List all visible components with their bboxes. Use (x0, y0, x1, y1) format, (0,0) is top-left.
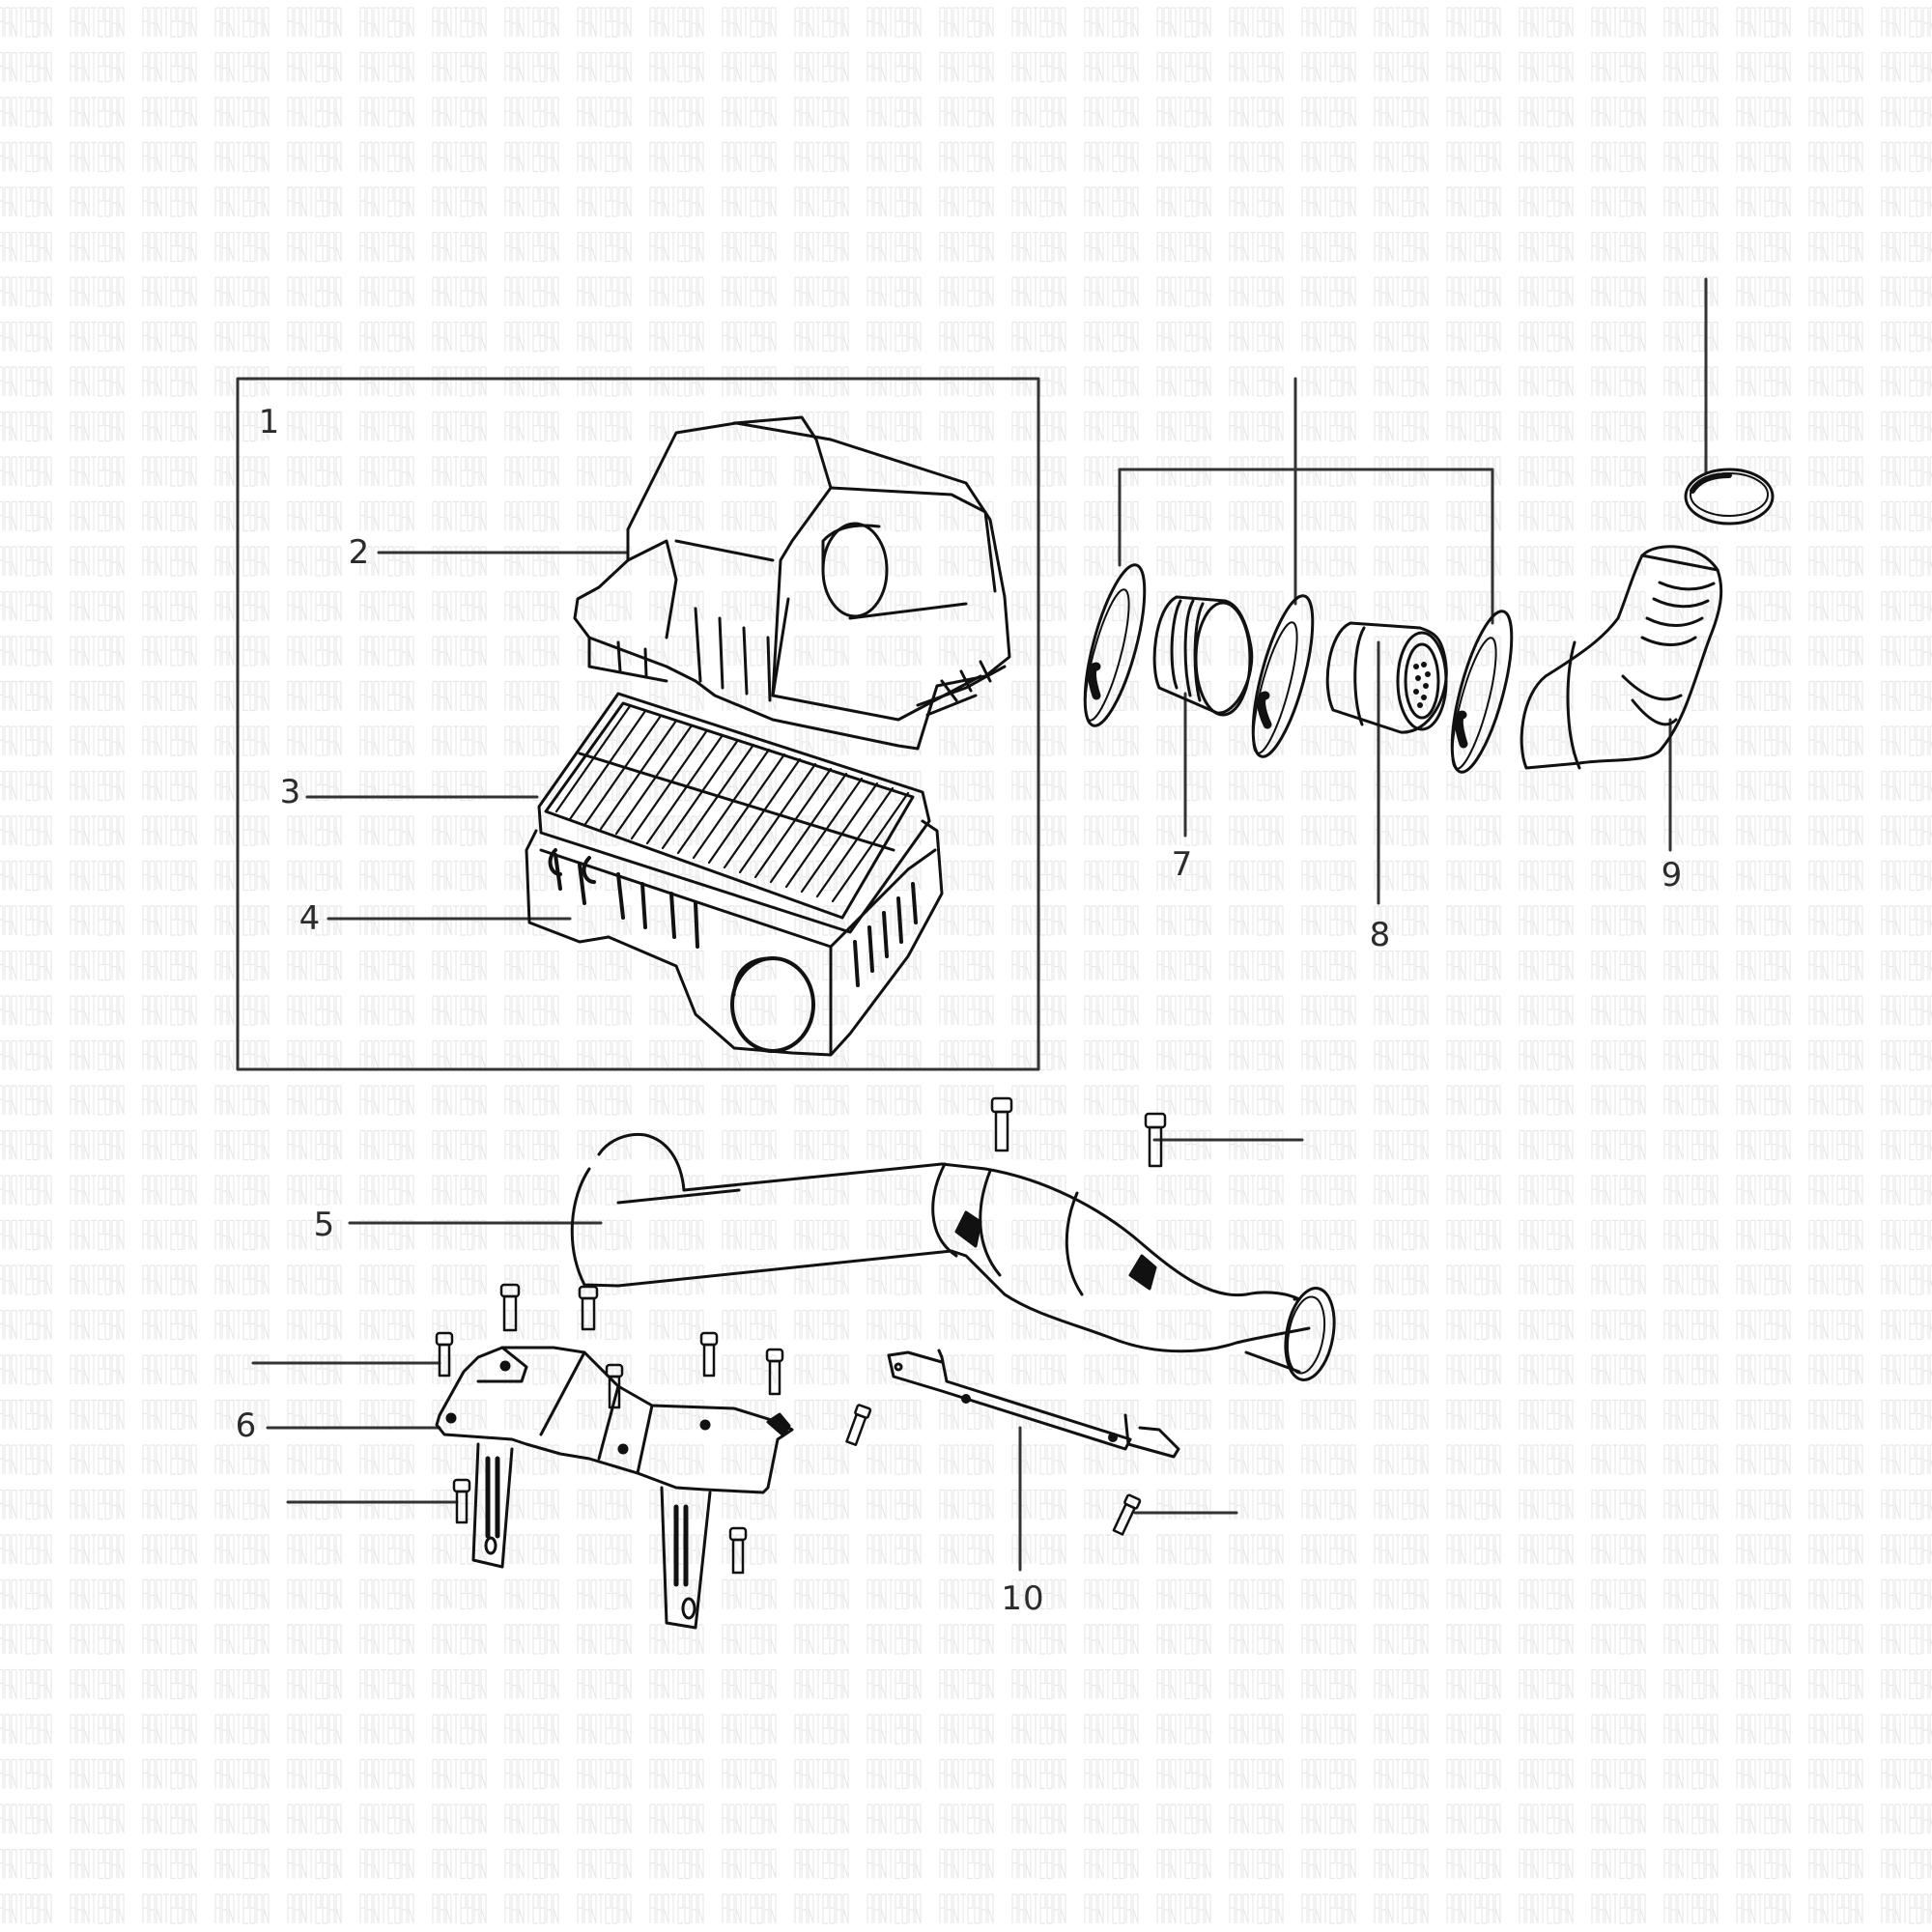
bolt-icon (765, 1348, 784, 1396)
bolts (435, 1096, 1167, 1575)
bolt-icon (1144, 1112, 1167, 1168)
callout-2[interactable]: 2 (348, 533, 371, 572)
callout-3[interactable]: 3 (279, 773, 302, 811)
callout-4[interactable]: 4 (298, 899, 322, 938)
part-2-housing-cover[interactable] (573, 415, 1011, 751)
callout-6[interactable]: 6 (235, 1406, 258, 1445)
part-6-mounting-bracket[interactable] (435, 1346, 794, 1630)
bolt-icon (605, 1363, 624, 1409)
bolt-icon (499, 1283, 521, 1332)
bolt-icon (699, 1331, 719, 1378)
callout-9[interactable]: 9 (1661, 856, 1684, 895)
bolt-icon (845, 1404, 872, 1446)
assembly-frame (236, 377, 1040, 1071)
part-5-intake-pipe[interactable] (570, 1132, 1341, 1383)
part-3-filter-element[interactable] (537, 692, 931, 934)
clamp-ring-right[interactable] (1439, 606, 1523, 778)
callout-1[interactable]: 1 (258, 403, 281, 441)
part-9-intake-hose[interactable] (1520, 545, 1723, 770)
part-10-support-bracket[interactable] (887, 1349, 1180, 1459)
callout-7[interactable]: 7 (1171, 845, 1194, 884)
callout-5[interactable]: 5 (313, 1206, 336, 1244)
bolt-icon (452, 1478, 471, 1524)
bolt-icon (728, 1526, 748, 1575)
bolt-icon (1112, 1493, 1142, 1536)
part-7-connector-hose[interactable] (1152, 595, 1254, 717)
leader-lines (251, 277, 1708, 1572)
part-8-air-mass-meter[interactable] (1325, 621, 1448, 734)
callout-10[interactable]: 10 (1001, 1579, 1045, 1618)
bolt-icon (578, 1285, 599, 1331)
callout-8[interactable]: 8 (1369, 916, 1392, 954)
bolt-icon (435, 1331, 454, 1378)
hose-clamp-9[interactable] (1684, 468, 1775, 526)
clamp-ring-middle[interactable] (1240, 590, 1324, 762)
bolt-icon (990, 1096, 1013, 1152)
clamp-ring-left[interactable] (1072, 559, 1156, 731)
part-4-housing-lower[interactable] (525, 819, 944, 1057)
